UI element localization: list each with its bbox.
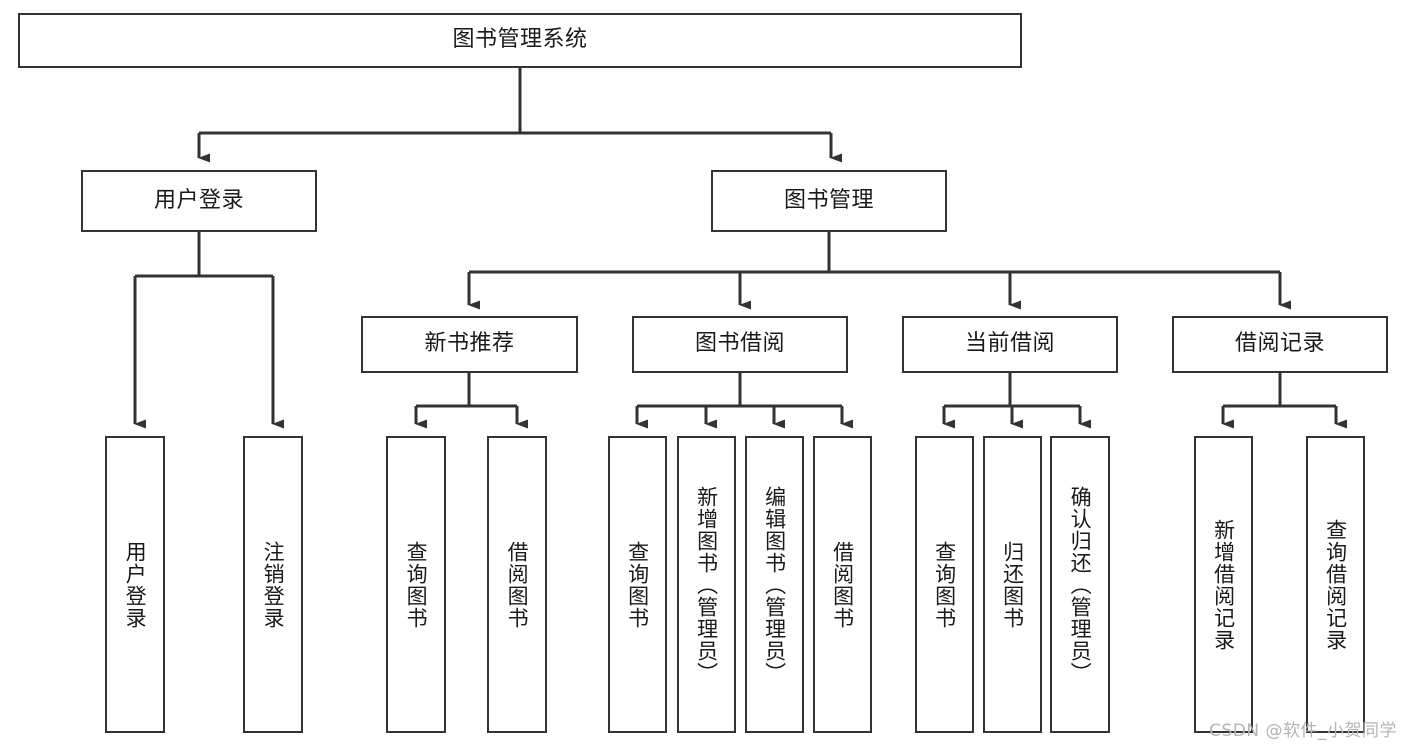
leaf-label: 新增借阅记录 [1211, 518, 1236, 651]
node-book-management[interactable]: 图书管理 [711, 170, 947, 232]
leaf-label: 用户登录 [123, 540, 148, 629]
node-user-login-label: 用户登录 [153, 187, 244, 213]
leaf-label: 编辑图书（管理员） [762, 485, 787, 684]
leaf-label: 注销登录 [261, 540, 286, 629]
node-current-borrow[interactable]: 当前借阅 [902, 316, 1118, 373]
node-new-book-recommend[interactable]: 新书推荐 [361, 316, 578, 373]
leaf-add-borrow-record[interactable]: 新增借阅记录 [1194, 436, 1253, 733]
node-borrow-record-label: 借阅记录 [1234, 331, 1325, 357]
node-new-book-recommend-label: 新书推荐 [424, 331, 515, 357]
leaf-label: 借阅图书 [830, 540, 855, 629]
leaf-label: 借阅图书 [505, 540, 530, 629]
node-book-management-label: 图书管理 [783, 187, 874, 213]
leaf-borrow-book[interactable]: 借阅图书 [813, 436, 872, 733]
node-root[interactable]: 图书管理系统 [18, 13, 1022, 68]
leaf-label: 查询图书 [625, 540, 650, 629]
leaf-edit-book-admin[interactable]: 编辑图书（管理员） [745, 436, 804, 733]
leaf-user-login[interactable]: 用户登录 [105, 436, 165, 733]
leaf-query-book-current[interactable]: 查询图书 [915, 436, 974, 733]
leaf-label: 归还图书 [1000, 540, 1025, 629]
leaf-label: 确认归还（管理员） [1068, 485, 1093, 684]
leaf-query-book-borrow[interactable]: 查询图书 [608, 436, 667, 733]
leaf-borrow-book-recommend[interactable]: 借阅图书 [487, 436, 547, 733]
csdn-watermark: CSDN @软件_小贺同学 [1209, 721, 1397, 741]
leaf-logout[interactable]: 注销登录 [243, 436, 303, 733]
leaf-label: 查询借阅记录 [1323, 518, 1348, 651]
leaf-label: 查询图书 [932, 540, 957, 629]
leaf-query-book-recommend[interactable]: 查询图书 [386, 436, 446, 733]
node-user-login[interactable]: 用户登录 [81, 170, 317, 232]
node-book-borrow[interactable]: 图书借阅 [632, 316, 848, 373]
leaf-label: 新增图书（管理员） [694, 485, 719, 684]
leaf-return-book[interactable]: 归还图书 [983, 436, 1042, 733]
node-current-borrow-label: 当前借阅 [964, 331, 1055, 357]
leaf-add-book-admin[interactable]: 新增图书（管理员） [677, 436, 736, 733]
node-book-borrow-label: 图书借阅 [694, 331, 785, 357]
node-borrow-record[interactable]: 借阅记录 [1172, 316, 1388, 373]
leaf-confirm-return-admin[interactable]: 确认归还（管理员） [1050, 436, 1110, 733]
node-root-label: 图书管理系统 [452, 27, 588, 53]
leaf-label: 查询图书 [404, 540, 429, 629]
leaf-query-borrow-record[interactable]: 查询借阅记录 [1306, 436, 1365, 733]
